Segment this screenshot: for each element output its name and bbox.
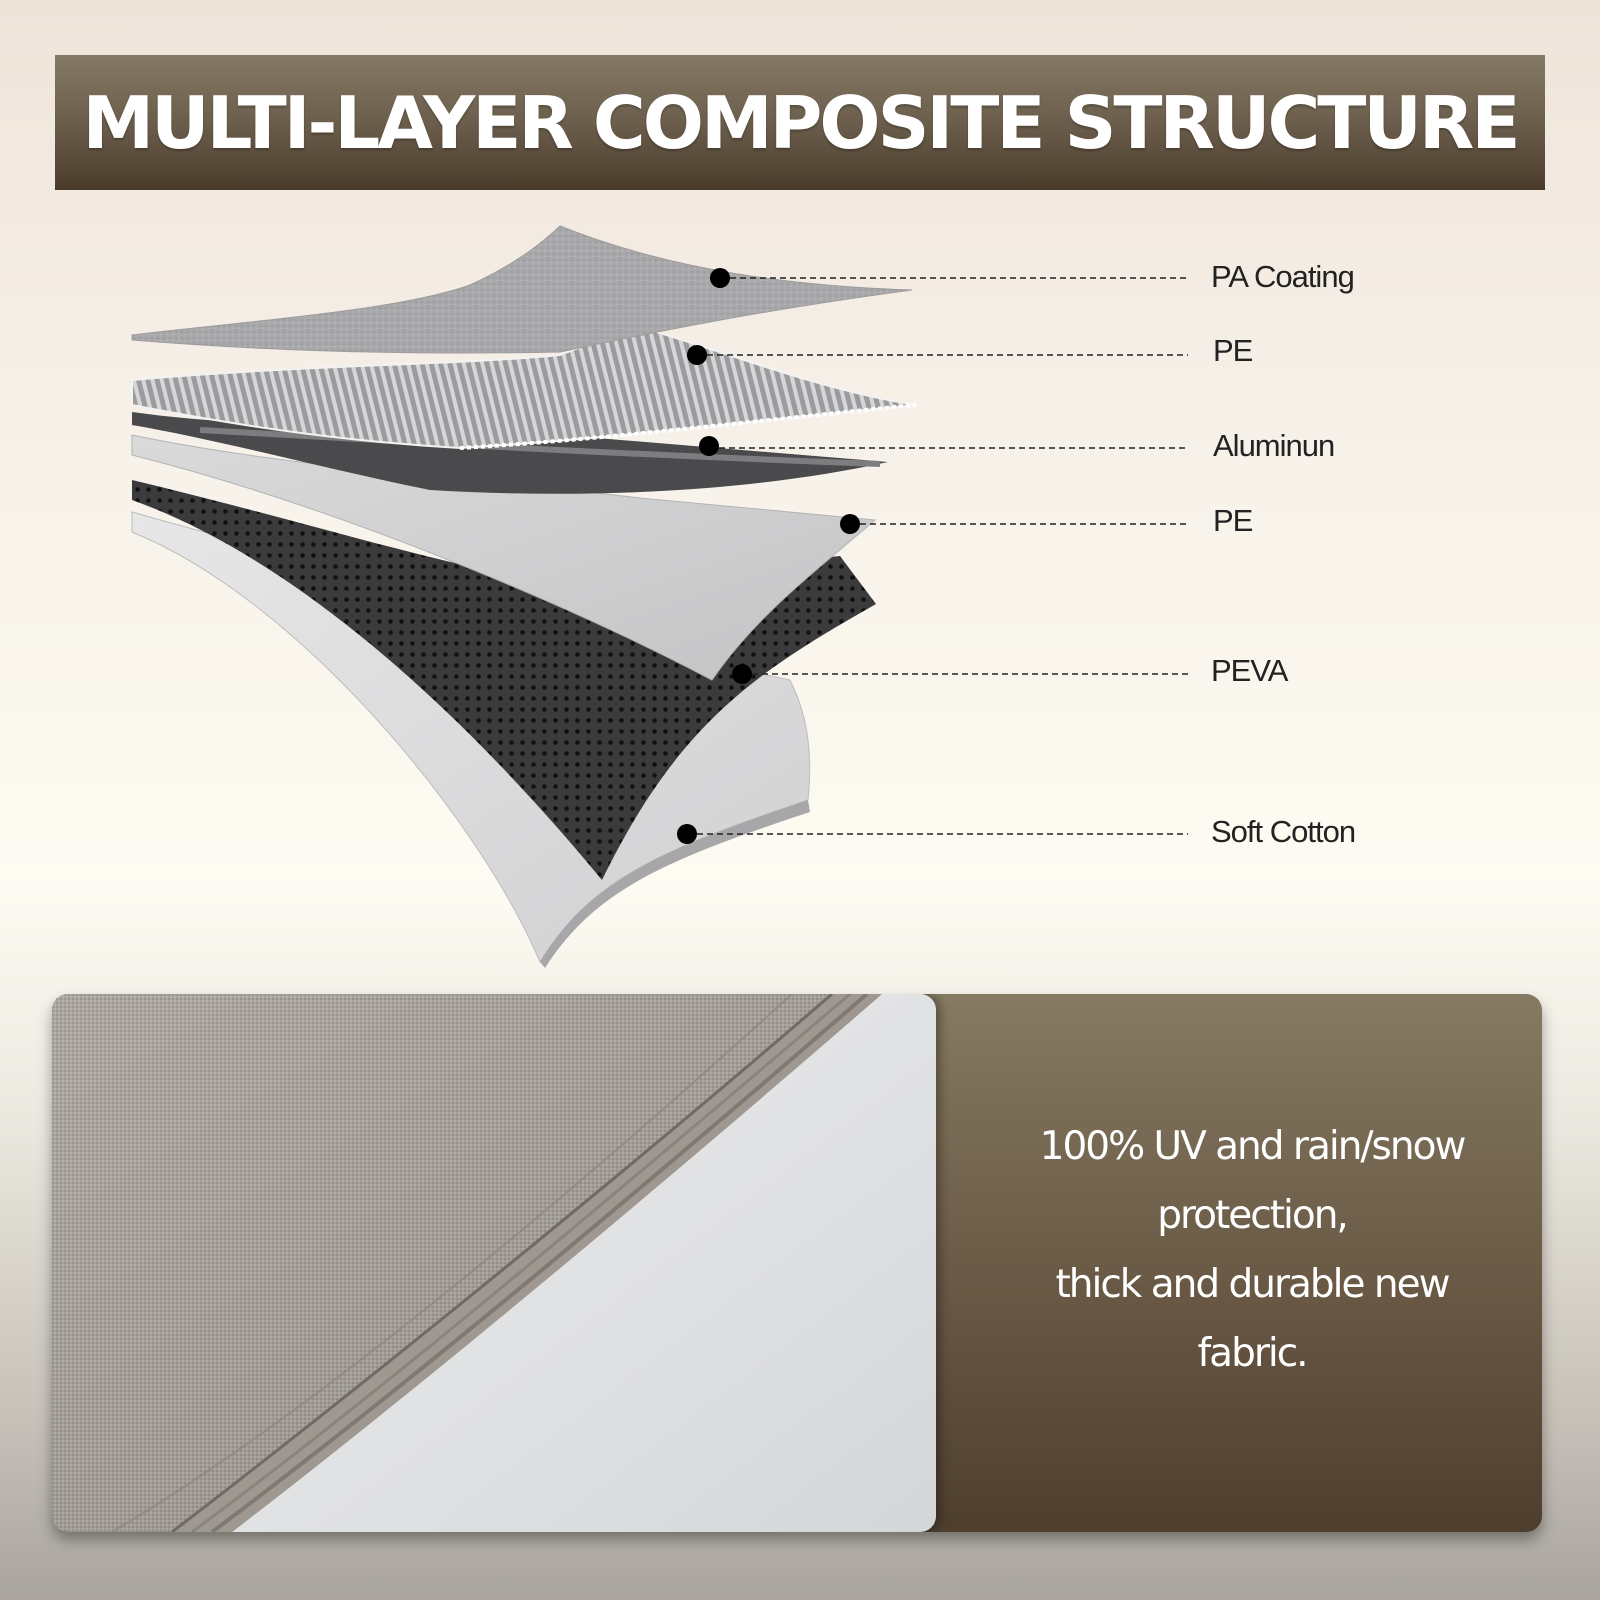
leader-lines (687, 277, 1188, 835)
fabric-lining (232, 994, 936, 1532)
label-pe-upper: PE (1213, 333, 1253, 368)
label-pa-coating: PA Coating (1211, 259, 1355, 294)
layer-pa-coating (131, 225, 913, 354)
feature-line-4: fabric. (1197, 1331, 1308, 1376)
feature-line-3: thick and durable new (1055, 1262, 1450, 1307)
feature-line-1: 100% UV and rain/snow (1039, 1124, 1467, 1169)
leader-dots (677, 268, 860, 844)
label-aluminum: Aluminun (1213, 428, 1335, 463)
feature-line-2: protection, (1157, 1193, 1349, 1238)
title-banner: MULTI-LAYER COMPOSITE STRUCTURE (55, 55, 1545, 190)
label-peva: PEVA (1211, 653, 1288, 688)
label-soft-cotton: Soft Cotton (1211, 814, 1356, 849)
feature-panel: 100% UV and rain/snow protection, thick … (52, 994, 1542, 1532)
layer-pe-upper (131, 325, 917, 450)
fabric-closeup-photo (52, 994, 936, 1532)
layer-diagram (131, 225, 1188, 968)
fabric-seam (172, 994, 882, 1532)
label-pe-lower: PE (1213, 503, 1253, 538)
feature-text: 100% UV and rain/snow protection, thick … (1039, 1112, 1467, 1388)
banner-title: MULTI-LAYER COMPOSITE STRUCTURE (82, 80, 1521, 165)
feature-description: 100% UV and rain/snow protection, thick … (982, 994, 1522, 1532)
